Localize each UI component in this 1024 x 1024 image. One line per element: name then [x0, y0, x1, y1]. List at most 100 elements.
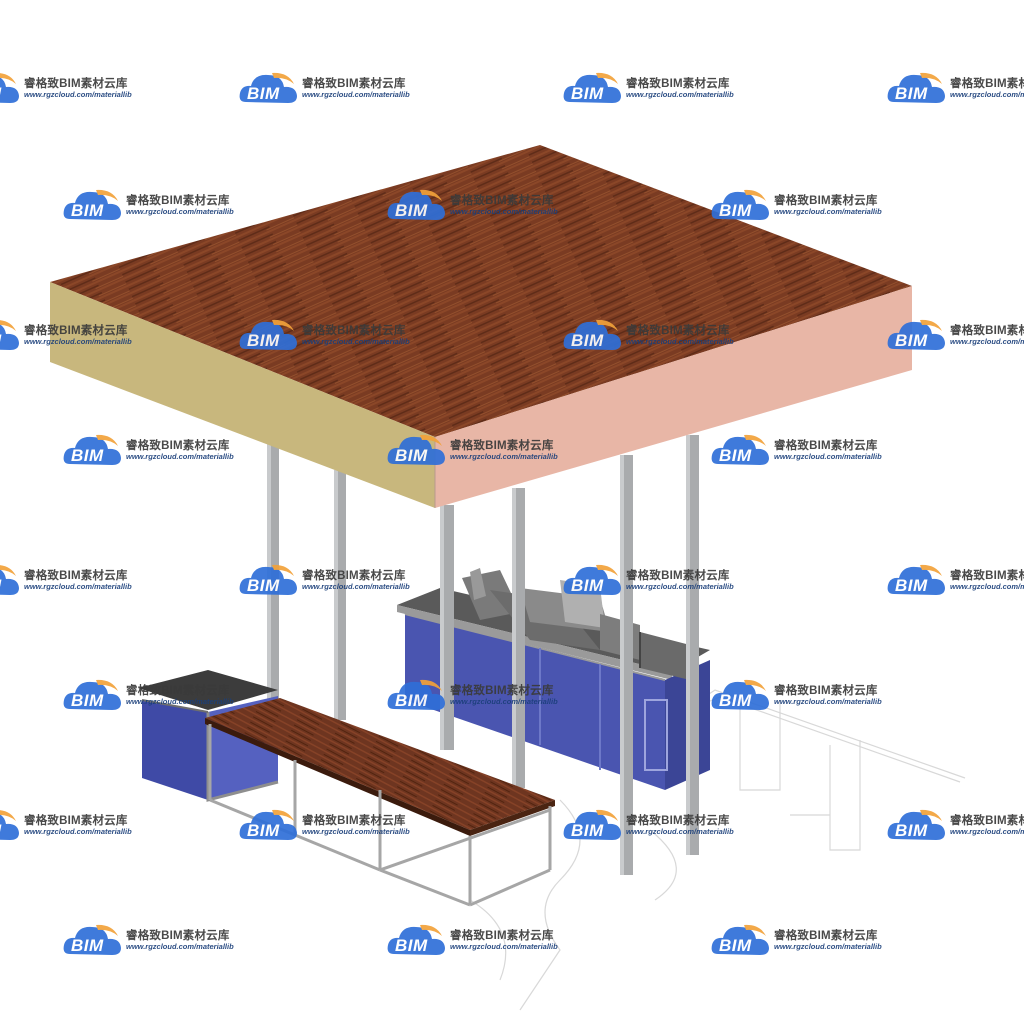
watermark-url-text: www.rgzcloud.com/materiallib [302, 90, 410, 99]
watermark-brand-text: 睿格致BIM素材云库 [626, 570, 730, 582]
watermark-logo-text: BIM [247, 331, 280, 350]
watermark-url-text: www.rgzcloud.com/materiallib [126, 207, 234, 216]
watermark-url-text: www.rgzcloud.com/materiallib [302, 827, 410, 836]
watermark-logo-text: BIM [719, 936, 752, 955]
watermark-logo-text: BIM [71, 201, 104, 220]
bim-cloud-icon [711, 434, 769, 465]
watermark-url-text: www.rgzcloud.com/materiallib [24, 582, 132, 591]
watermark-url-text: www.rgzcloud.com/materiallib [450, 207, 558, 216]
watermark-brand-text: 睿格致BIM素材云库 [126, 930, 230, 942]
watermark-logo-text: BIM [571, 821, 604, 840]
watermark-brand-text: 睿格致BIM素材云库 [302, 570, 406, 582]
bim-cloud-icon [711, 189, 769, 220]
bim-cloud-icon [887, 809, 945, 840]
watermark-brand-text: 睿格致BIM素材云库 [450, 685, 554, 697]
watermark-brand-text: 睿格致BIM素材云库 [950, 325, 1024, 337]
side-cabinet [138, 670, 279, 802]
bim-cloud-icon [563, 809, 621, 840]
bim-cloud-icon [711, 924, 769, 955]
bim-cloud-icon [0, 810, 19, 840]
bim-cloud-icon [711, 679, 769, 710]
watermark-url-text: www.rgzcloud.com/materiallib [24, 90, 132, 99]
watermark-logo-text: BIM [71, 691, 104, 710]
watermark-brand-text: 睿格致BIM素材云库 [950, 78, 1024, 90]
watermark-brand-text: 睿格致BIM素材云库 [774, 440, 878, 452]
watermark-22: BIM睿格致BIM素材云库www.rgzcloud.com/materialli… [0, 805, 150, 845]
watermark-logo-text: BIM [395, 446, 428, 465]
bim-cloud-icon [0, 320, 19, 350]
watermark-logo-text: BIM [71, 936, 104, 955]
bim-cloud-icon [563, 564, 621, 595]
bim-cloud-icon [239, 72, 297, 103]
watermark-brand-text: 睿格致BIM素材云库 [24, 325, 128, 337]
watermark-brand-text: 睿格致BIM素材云库 [126, 440, 230, 452]
bim-cloud-icon [239, 809, 297, 840]
watermark-url-text: www.rgzcloud.com/materiallib [626, 582, 734, 591]
bim-cloud-icon [63, 434, 121, 465]
watermark-url-text: www.rgzcloud.com/materiallib [626, 827, 734, 836]
watermark-url-text: www.rgzcloud.com/materiallib [774, 452, 882, 461]
bim-cloud-icon [387, 679, 445, 710]
watermark-logo-text: BIM [395, 691, 428, 710]
watermark-url-text: www.rgzcloud.com/materiallib [950, 827, 1024, 836]
watermark-url-text: www.rgzcloud.com/materiallib [24, 827, 132, 836]
bim-cloud-icon [387, 924, 445, 955]
watermark-brand-text: 睿格致BIM素材云库 [302, 815, 406, 827]
bim-cloud-icon [239, 319, 297, 350]
bim-cloud-icon [563, 319, 621, 350]
watermark-brand-text: 睿格致BIM素材云库 [302, 78, 406, 90]
watermark-url-text: www.rgzcloud.com/materiallib [774, 697, 882, 706]
watermark-brand-text: 睿格致BIM素材云库 [626, 78, 730, 90]
bim-cloud-icon [563, 72, 621, 103]
watermark-url-text: www.rgzcloud.com/materiallib [626, 337, 734, 346]
watermark-brand-text: 睿格致BIM素材云库 [450, 195, 554, 207]
watermark-8: BIM睿格致BIM素材云库www.rgzcloud.com/materialli… [0, 315, 150, 355]
watermark-url-text: www.rgzcloud.com/materiallib [450, 942, 558, 951]
watermark-1: BIM睿格致BIM素材云库www.rgzcloud.com/materialli… [0, 68, 150, 108]
watermark-logo-text: BIM [71, 446, 104, 465]
watermark-brand-text: 睿格致BIM素材云库 [774, 195, 878, 207]
watermark-url-text: www.rgzcloud.com/materiallib [302, 582, 410, 591]
watermark-url-text: www.rgzcloud.com/materiallib [774, 942, 882, 951]
watermark-brand-text: 睿格致BIM素材云库 [126, 685, 230, 697]
watermark-logo-text: BIM [719, 691, 752, 710]
bim-cloud-icon [387, 434, 445, 465]
bim-cloud-icon [63, 924, 121, 955]
watermark-25: BIM睿格致BIM素材云库www.rgzcloud.com/materialli… [886, 805, 1024, 845]
watermark-logo-text: BIM [719, 201, 752, 220]
long-table [205, 698, 555, 907]
watermark-logo-text: BIM [571, 576, 604, 595]
bim-cloud-icon [63, 189, 121, 220]
watermark-logo-text: BIM [247, 821, 280, 840]
bim-cloud-icon [63, 679, 121, 710]
bim-cloud-icon [887, 564, 945, 595]
watermark-brand-text: 睿格致BIM素材云库 [774, 930, 878, 942]
watermark-logo-text: BIM [395, 936, 428, 955]
watermark-brand-text: 睿格致BIM素材云库 [24, 78, 128, 90]
watermark-logo-text: BIM [895, 576, 928, 595]
watermark-logo-text: BIM [571, 331, 604, 350]
bim-cloud-icon [239, 564, 297, 595]
watermark-url-text: www.rgzcloud.com/materiallib [950, 582, 1024, 591]
watermark-url-text: www.rgzcloud.com/materiallib [450, 697, 558, 706]
watermark-logo-text: BIM [895, 821, 928, 840]
watermark-url-text: www.rgzcloud.com/materiallib [302, 337, 410, 346]
watermark-brand-text: 睿格致BIM素材云库 [450, 930, 554, 942]
watermark-logo-text: BIM [895, 84, 928, 103]
watermark-logo-text: BIM [571, 84, 604, 103]
watermark-brand-text: 睿格致BIM素材云库 [774, 685, 878, 697]
bim-cloud-icon [0, 73, 19, 103]
watermark-brand-text: 睿格致BIM素材云库 [24, 570, 128, 582]
